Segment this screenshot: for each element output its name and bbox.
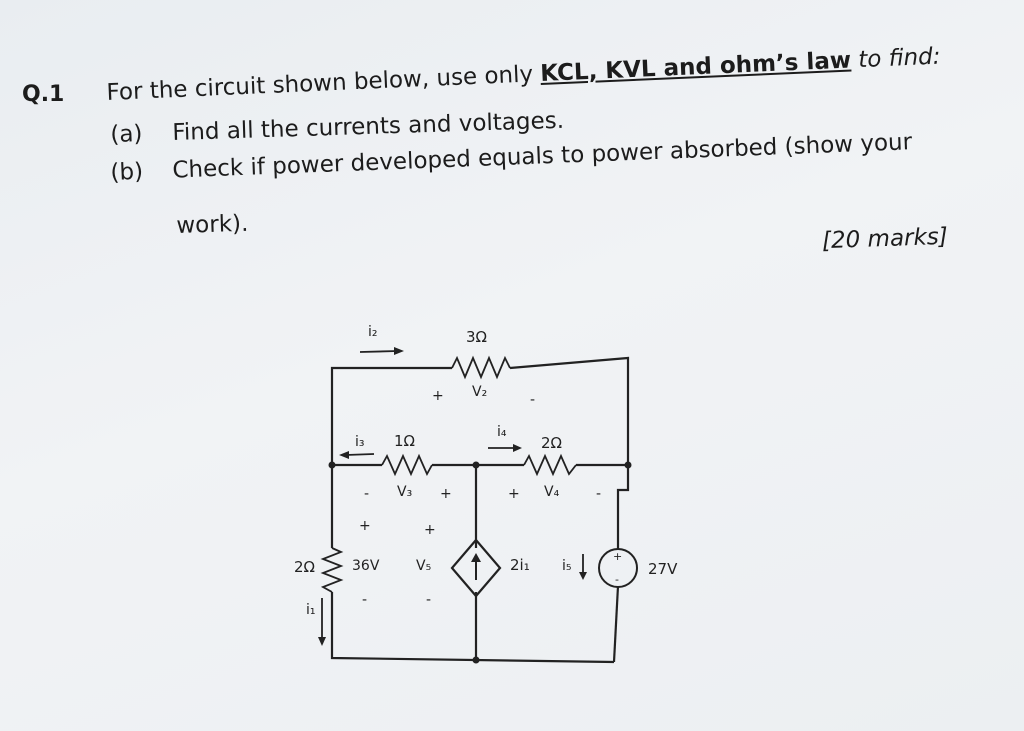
wire-top-right	[509, 356, 630, 465]
arrowhead-icon	[394, 347, 404, 355]
label-i3: i₃	[355, 434, 365, 450]
label-r-side: 2Ω	[294, 558, 315, 576]
label-27v-minus: -	[615, 573, 619, 586]
label-27v: 27V	[648, 560, 678, 578]
junction-dot	[328, 461, 336, 469]
arrowhead-icon	[339, 451, 349, 459]
junction-dot	[624, 461, 632, 469]
junction-dot	[472, 656, 480, 664]
wire-27v-bottom	[612, 585, 620, 663]
label-i4: i₄	[497, 424, 507, 440]
junction-dot	[472, 461, 480, 469]
label-v2: V₂	[472, 384, 487, 400]
label-v5-plus: +	[424, 522, 436, 538]
label-i2: i₂	[368, 324, 378, 340]
label-v3: V₃	[397, 484, 412, 500]
resistor-3ohm	[451, 355, 511, 380]
label-v5-minus: -	[426, 592, 431, 608]
wire-left-bottom	[330, 592, 615, 664]
dependent-source-diamond	[450, 538, 502, 598]
label-i5: i₅	[562, 558, 572, 574]
label-v4-plus: +	[508, 486, 520, 502]
label-27v-plus: +	[613, 550, 622, 563]
resistor-2ohm-right	[523, 453, 577, 477]
label-dep-source: 2i₁	[510, 556, 530, 574]
label-v3-minus: -	[364, 486, 369, 502]
resistor-2ohm-left	[320, 547, 344, 593]
arrowhead-icon	[579, 572, 587, 580]
label-r-top: 3Ω	[466, 328, 487, 346]
label-v3-plus: +	[440, 486, 452, 502]
current-arrow-i2	[359, 350, 399, 353]
resistor-1ohm	[381, 453, 433, 477]
label-r-right: 2Ω	[541, 434, 562, 452]
arrowhead-icon	[318, 637, 326, 646]
arrowhead-icon	[471, 553, 481, 562]
label-i1: i₁	[306, 602, 316, 618]
label-36v: 36V	[352, 558, 380, 574]
label-v2-plus: +	[432, 388, 444, 404]
current-arrow-i3	[345, 453, 375, 456]
label-36v-plus: +	[359, 518, 371, 534]
voltage-source-27v	[598, 548, 638, 588]
label-v2-minus: -	[530, 392, 535, 408]
label-v5: V₅	[416, 558, 431, 574]
arrowhead-icon	[513, 444, 522, 452]
label-v4: V₄	[544, 484, 560, 500]
question-number: Q.1	[22, 82, 65, 107]
wire-27v-top	[616, 465, 630, 550]
label-36v-minus: -	[362, 592, 367, 608]
label-v4-minus: -	[596, 486, 601, 502]
wire-top-left	[330, 366, 452, 465]
label-r-left: 1Ω	[394, 432, 415, 450]
